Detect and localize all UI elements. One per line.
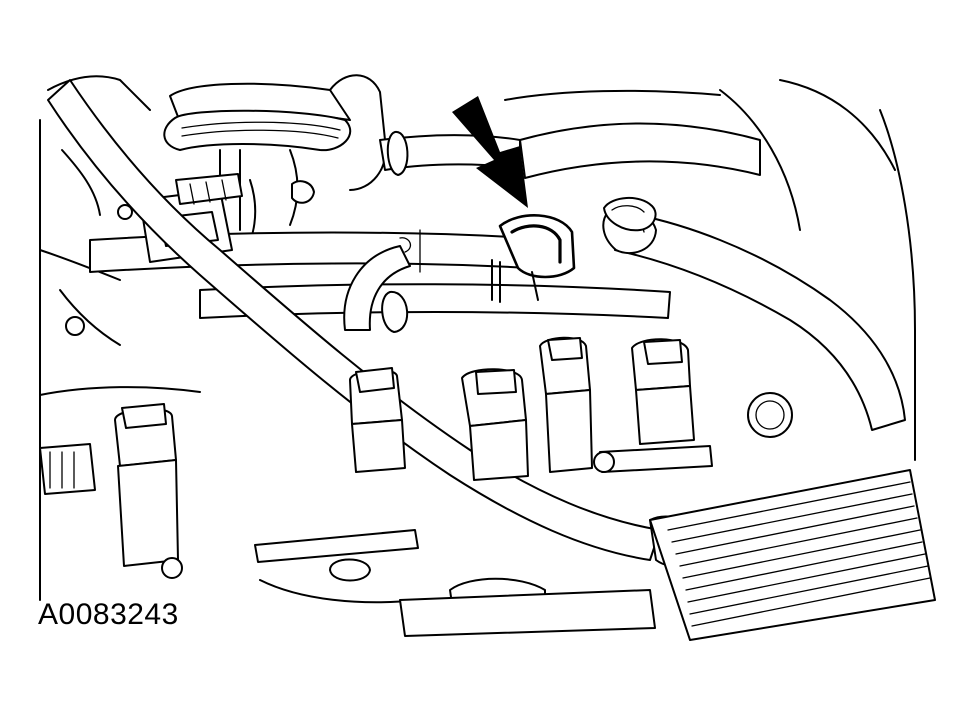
upper-hoses <box>163 74 521 231</box>
engine-background <box>39 75 916 601</box>
lower-bracket <box>254 445 713 604</box>
callout-target-clamp <box>491 214 576 303</box>
radiator-fins <box>399 469 936 641</box>
figure-id-label: A0083243 <box>38 598 179 631</box>
callout-arrow-icon <box>452 96 528 208</box>
center-tube <box>343 245 411 333</box>
coil-packs <box>39 336 793 579</box>
hose-clamp-right <box>603 197 657 232</box>
